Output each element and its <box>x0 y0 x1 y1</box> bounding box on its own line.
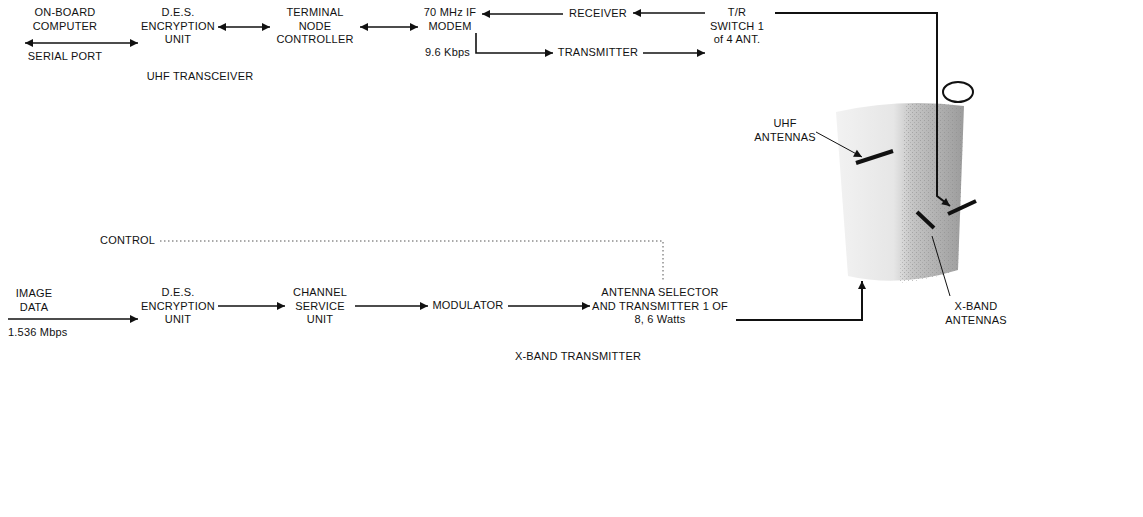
uhf-feed-line <box>775 13 950 206</box>
data-rate-label: 9.6 Kbps <box>423 46 472 60</box>
signal-arrow <box>482 13 563 15</box>
tr-switch: T/R SWITCH 1 of 4 ANT. <box>705 6 769 58</box>
serial-port-label: SERIAL PORT <box>25 50 105 64</box>
component-name: TERMINAL NODE CONTROLLER <box>270 6 360 47</box>
signal-arrow <box>508 305 590 307</box>
signal-arrow <box>8 318 138 320</box>
encryption-unit: D.E.S. ENCRYPTION UNIT <box>138 6 218 47</box>
signal-arrow <box>360 26 418 28</box>
component-name: T/R SWITCH 1 of 4 ANT. <box>705 6 769 47</box>
component-name: ON-BOARD COMPUTER <box>25 6 105 33</box>
signal-arrow <box>476 33 553 53</box>
if-modem: 70 MHz IF MODEM <box>418 6 482 33</box>
signal-arrow <box>633 12 705 14</box>
computer-label: ON-BOARD COMPUTER <box>25 6 105 43</box>
leader-line <box>816 132 862 157</box>
leader-line <box>932 236 950 296</box>
section-title: UHF TRANSCEIVER <box>130 70 270 84</box>
top-port <box>943 82 973 102</box>
component-name: MODULATOR <box>428 299 508 313</box>
transmitter: TRANSMITTER <box>553 46 643 60</box>
receiver: RECEIVER <box>563 7 633 21</box>
signal-arrow <box>643 52 705 54</box>
callout-label: UHF ANTENNAS <box>752 117 818 144</box>
antenna-selector: ANTENNA SELECTOR AND TRANSMITTER 1 OF 8,… <box>590 286 730 327</box>
modulator: MODULATOR <box>428 299 508 313</box>
control-label: CONTROL <box>100 234 155 248</box>
signal-arrow <box>355 305 428 307</box>
data-rate-label: 1.536 Mbps <box>8 326 67 340</box>
x-band-feed-line <box>736 281 862 320</box>
component-name: D.E.S. ENCRYPTION UNIT <box>138 6 218 47</box>
callout-label: X-BAND ANTENNAS <box>940 300 1012 327</box>
component-name: ANTENNA SELECTOR AND TRANSMITTER 1 OF 8,… <box>590 286 730 327</box>
component-name: TRANSMITTER <box>553 46 643 60</box>
x-band-antenna <box>917 212 934 228</box>
control-line <box>160 241 663 281</box>
component-name: 70 MHz IF MODEM <box>418 6 482 33</box>
signal-arrow <box>25 42 138 44</box>
component-name: IMAGE DATA <box>8 287 60 314</box>
uhf-antenna <box>948 201 976 214</box>
channel-service-unit: CHANNEL SERVICE UNIT <box>285 286 355 327</box>
signal-arrow <box>218 26 270 28</box>
image-data-source: IMAGE DATA <box>8 287 60 319</box>
component-name: RECEIVER <box>563 7 633 21</box>
component-name: D.E.S. ENCRYPTION UNIT <box>138 286 218 327</box>
satellite-shade <box>900 103 964 283</box>
node-controller: TERMINAL NODE CONTROLLER <box>270 6 360 47</box>
component-name: CHANNEL SERVICE UNIT <box>285 286 355 327</box>
encryption-unit: D.E.S. ENCRYPTION UNIT <box>138 286 218 327</box>
section-title: X-BAND TRANSMITTER <box>498 350 658 364</box>
signal-arrow <box>218 305 285 307</box>
